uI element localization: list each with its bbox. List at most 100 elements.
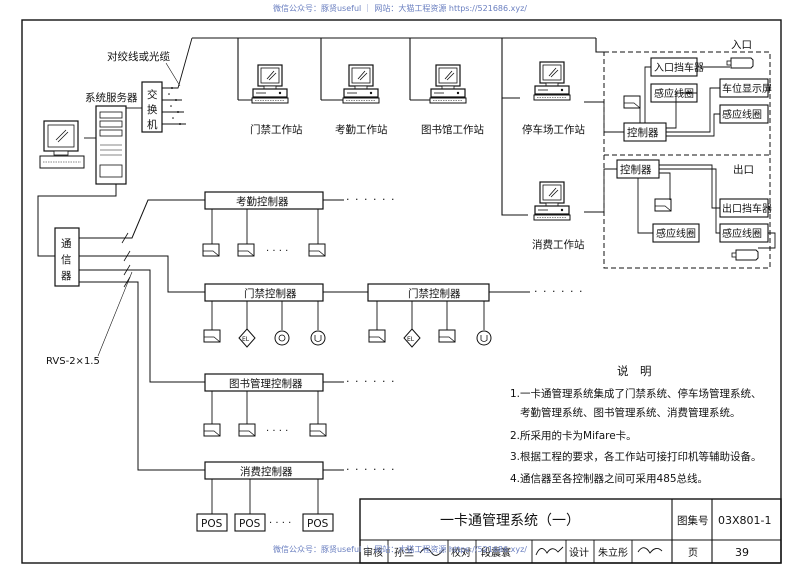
entry-loop-label: 感应线圈 <box>654 87 694 100</box>
access-workstation-icon <box>251 64 289 104</box>
access-el-lock-2-icon: EL <box>403 328 421 348</box>
note-3: 3.根据工程的要求，各工作站可接打印机等辅助设备。 <box>510 450 762 463</box>
display-label: 车位显示屏 <box>722 82 772 95</box>
entry-card-reader-icon <box>623 95 641 109</box>
checker-name: 段震寰 <box>481 546 511 559</box>
note-4: 4.通信器至各控制器之间可采用485总线。 <box>510 472 708 485</box>
svg-text:EL: EL <box>407 336 415 343</box>
bus-crossing-marks <box>121 232 131 288</box>
system-server-label: 系统服务器 <box>85 91 138 104</box>
ellipsis-attendance-readers: · · · · <box>266 246 288 257</box>
notes-title: 说 明 <box>617 364 652 378</box>
ws-attendance-label: 考勤工作站 <box>335 123 388 136</box>
ctrl-access-2-label: 门禁控制器 <box>408 287 461 300</box>
communicator-box <box>54 227 80 287</box>
parking-boxes <box>616 57 769 243</box>
ellipsis-access: · · · · · · <box>534 285 583 298</box>
note-2: 2.所采用的卡为Mifare卡。 <box>510 429 637 442</box>
library-workstation-icon <box>429 64 467 104</box>
page-label: 页 <box>688 547 698 559</box>
ellipsis-pos: · · · · <box>269 518 291 529</box>
ctrl-attendance-label: 考勤控制器 <box>236 195 289 208</box>
ctrl-consume-label: 消费控制器 <box>240 465 293 478</box>
page-number: 39 <box>735 546 749 559</box>
ctrl-access-1-label: 门禁控制器 <box>244 287 297 300</box>
check-label: 校对 <box>451 546 471 559</box>
exit-controller-label: 控制器 <box>620 163 652 176</box>
access-button-icon <box>274 330 290 346</box>
review-label: 审核 <box>363 546 383 559</box>
switch-label-1: 交 <box>147 88 158 101</box>
reviewer-signature <box>419 547 445 556</box>
exit-loop-2-label: 感应线圈 <box>722 227 762 240</box>
watermark-bottom: 微信公众号：豚贤useful ｜ 网站：大猫工程资源 https://52168… <box>272 545 528 554</box>
parking-wiring <box>584 66 776 249</box>
library-reader-3-icon <box>309 423 327 437</box>
atlas-label: 图集号 <box>677 514 709 527</box>
ws-access-label: 门禁工作站 <box>250 123 303 136</box>
ctrl-library-label: 图书管理控制器 <box>229 377 303 390</box>
exit-camera-icon <box>731 249 759 261</box>
twisted-pair-label: 对绞线或光缆 <box>107 50 170 63</box>
system-server <box>39 105 127 185</box>
entry-loop-2-label: 感应线圈 <box>722 108 762 121</box>
parking-subsystem <box>603 51 771 269</box>
entry-barrier-label: 入口挡车器 <box>654 61 704 74</box>
exit-card-reader-icon <box>654 198 672 212</box>
exit-barrier-label: 出口挡车器 <box>722 202 772 215</box>
library-reader-2-icon <box>238 423 256 437</box>
access-reader-2-icon <box>368 329 386 343</box>
atlas-number: 03X801-1 <box>718 514 772 527</box>
note-1a: 1.一卡通管理系统集成了门禁系统、停车场管理系统、 <box>510 387 762 400</box>
attendance-workstation-icon <box>342 64 380 104</box>
access-reader-1-icon <box>203 329 221 343</box>
switch-box <box>141 81 163 133</box>
entrance-camera-icon <box>726 57 754 69</box>
reviewer-name: 孙兰 <box>394 546 414 559</box>
attendance-reader-3-icon <box>308 243 326 257</box>
comm-label-1: 通 <box>61 238 72 250</box>
ws-consume-label: 消费工作站 <box>532 238 585 251</box>
access-el-lock-1-icon: EL <box>238 328 256 348</box>
exit-label: 出口 <box>733 163 754 176</box>
pos-3-label: POS <box>307 518 329 530</box>
pos-1-label: POS <box>201 518 223 530</box>
drawing-title: 一卡通管理系统（一） <box>440 513 580 529</box>
switch-links <box>162 37 193 125</box>
ws-parking-label: 停车场工作站 <box>522 123 585 136</box>
comm-label-2: 信 <box>61 254 72 266</box>
note-1b: 考勤管理系统、图书管理系统、消费管理系统。 <box>520 406 741 419</box>
exit-loop-label: 感应线圈 <box>656 227 696 240</box>
pos-terminals <box>196 513 334 532</box>
access-door-sensor-2-icon <box>476 330 492 346</box>
ellipsis-library-readers: · · · · <box>266 426 288 437</box>
rs485-bus <box>79 199 205 471</box>
ws-library-label: 图书馆工作站 <box>421 123 484 136</box>
svg-text:EL: EL <box>242 336 250 343</box>
ellipsis-attendance: · · · · · · <box>346 193 395 206</box>
comm-label-3: 器 <box>61 270 72 282</box>
design-label: 设计 <box>569 546 589 559</box>
network-bus <box>192 37 604 216</box>
attendance-reader-1-icon <box>202 243 220 257</box>
access-reader-3-icon <box>438 329 456 343</box>
consume-workstation-icon <box>533 181 571 221</box>
ellipsis-consume: · · · · · · <box>346 463 395 476</box>
switch-label-2: 换 <box>147 103 158 116</box>
pos-2-label: POS <box>239 518 261 530</box>
watermark-top: 微信公众号：豚贤useful ｜ 网站：大猫工程资源 https://52168… <box>272 4 528 13</box>
designer-signature <box>637 547 663 554</box>
entry-controller-label: 控制器 <box>627 126 659 139</box>
access-door-sensor-icon <box>310 330 326 346</box>
attendance-reader-2-icon <box>237 243 255 257</box>
switch-link-dots <box>168 87 181 125</box>
parking-workstation-icon <box>533 61 571 101</box>
title-block <box>359 498 782 564</box>
ellipsis-library: · · · · · · <box>346 375 395 388</box>
designer-name: 朱立彤 <box>598 546 628 559</box>
switch-label-3: 机 <box>147 118 158 131</box>
library-reader-1-icon <box>203 423 221 437</box>
entrance-label: 入口 <box>731 39 752 51</box>
rvs-label: RVS-2×1.5 <box>46 356 100 367</box>
